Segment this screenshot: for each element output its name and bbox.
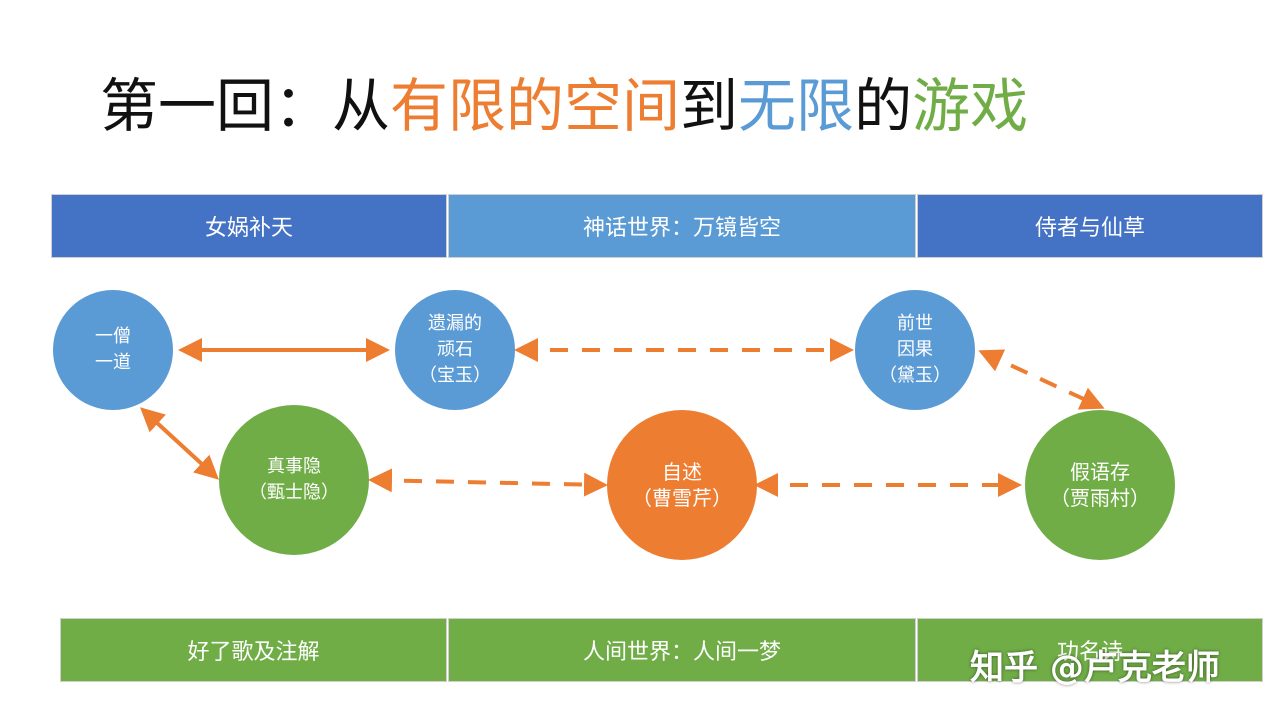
node-past-life-line3: （黛玉） bbox=[879, 365, 951, 386]
arrow-zhen-to-self bbox=[368, 468, 608, 497]
node-jia-yucun-line2: （贾雨村） bbox=[1050, 486, 1150, 510]
node-monk-taoist-line1: 一僧 bbox=[95, 326, 131, 347]
node-stone: 遗漏的 顽石 （宝玉） bbox=[395, 290, 515, 410]
title-part-4: 无限 bbox=[738, 72, 855, 140]
band-myth-world: 神话世界：万镜皆空 bbox=[448, 194, 916, 258]
band-myth-world-label: 神话世界：万镜皆空 bbox=[582, 216, 781, 241]
node-self-narration-line1: 自述 bbox=[662, 460, 702, 484]
node-monk-taoist: 一僧 一道 bbox=[53, 290, 173, 410]
watermark-text: 知乎 @卢克老师 bbox=[970, 648, 1220, 688]
node-monk-taoist-line2: 一道 bbox=[95, 352, 131, 373]
band-nuwa: 女娲补天 bbox=[51, 194, 447, 258]
arrow-monk-to-zhen bbox=[140, 407, 219, 480]
node-past-life-line2: 因果 bbox=[897, 339, 933, 360]
band-human-world-label: 人间世界：人间一梦 bbox=[582, 640, 781, 665]
node-jia-yucun-line1: 假语存 bbox=[1070, 460, 1130, 484]
node-self-narration: 自述 （曹雪芹） bbox=[607, 410, 757, 560]
title-part-1: 第一回：从 bbox=[100, 72, 391, 140]
band-nuwa-label: 女娲补天 bbox=[204, 216, 293, 241]
node-stone-line3: （宝玉） bbox=[419, 365, 491, 386]
band-attendant-herb-label: 侍者与仙草 bbox=[1034, 216, 1145, 241]
arrow-pastlife-to-jia bbox=[978, 349, 1105, 410]
band-attendant-herb: 侍者与仙草 bbox=[917, 194, 1263, 258]
band-haoliao-song-label: 好了歌及注解 bbox=[187, 640, 320, 665]
band-haoliao-song: 好了歌及注解 bbox=[60, 618, 447, 682]
band-human-world: 人间世界：人间一梦 bbox=[448, 618, 916, 682]
node-zhen-shiyin-line1: 真事隐 bbox=[267, 456, 321, 477]
band-fame-poem-label: 功名诗 bbox=[1056, 640, 1123, 665]
node-jia-yucun: 假语存 （贾雨村） bbox=[1025, 410, 1175, 560]
title-part-3: 到 bbox=[680, 72, 739, 140]
node-zhen-shiyin-line2: （甄士隐） bbox=[249, 482, 339, 503]
node-past-life-line1: 前世 bbox=[897, 313, 933, 334]
node-stone-line1: 遗漏的 bbox=[428, 313, 482, 334]
title-part-6: 游戏 bbox=[912, 72, 1029, 140]
node-past-life: 前世 因果 （黛玉） bbox=[855, 290, 975, 410]
page-title: 第一回：从有限的空间到无限的游戏 bbox=[100, 66, 1028, 146]
title-part-5: 的 bbox=[854, 72, 913, 140]
node-self-narration-line2: （曹雪芹） bbox=[632, 486, 732, 510]
title-part-2: 有限的空间 bbox=[390, 72, 681, 140]
node-zhen-shiyin: 真事隐 （甄士隐） bbox=[219, 405, 369, 555]
band-fame-poem: 功名诗 bbox=[917, 618, 1263, 682]
node-stone-line2: 顽石 bbox=[437, 339, 473, 360]
